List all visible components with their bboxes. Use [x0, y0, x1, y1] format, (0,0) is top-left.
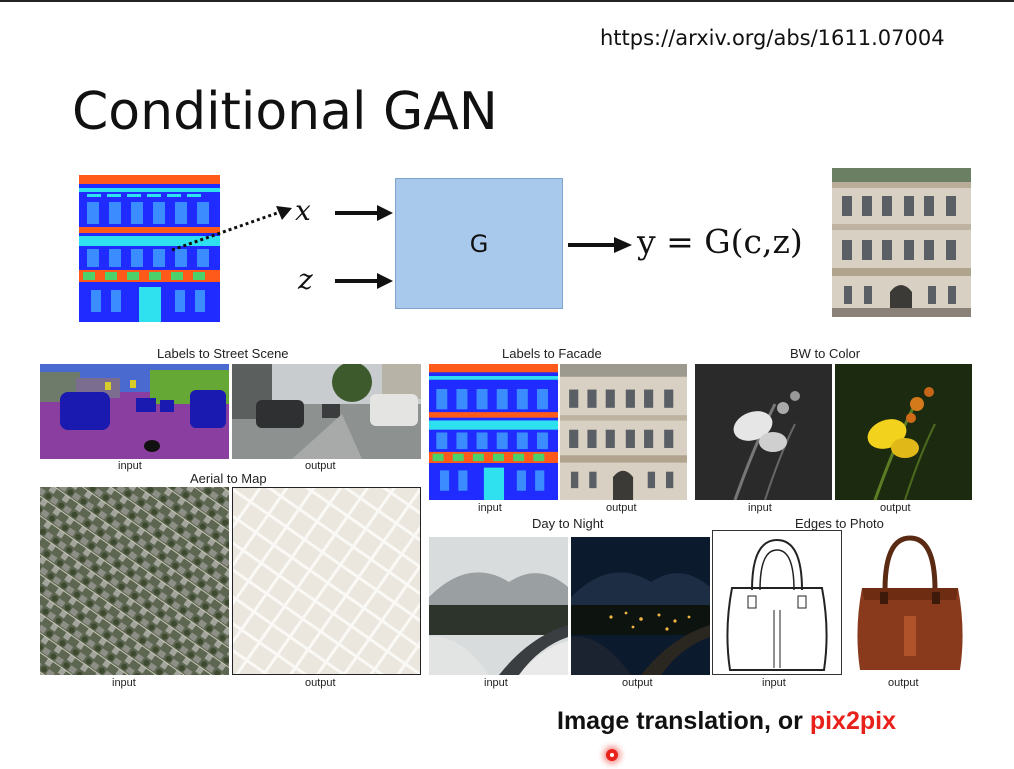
bw-output-label: output: [880, 502, 911, 514]
facade-label-map-image: [79, 175, 220, 322]
panel-title-day-to-night: Day to Night: [532, 516, 604, 531]
bw-input-label: input: [748, 502, 772, 514]
bag-photo-output-image: [850, 530, 970, 675]
dotted-pointer-arrow: [171, 206, 292, 252]
facade-labels-input-image: [429, 364, 558, 500]
bw-flower-input-image: [695, 364, 832, 500]
output-formula: y = G(c,z): [637, 222, 803, 261]
panel-title-labels-to-facade: Labels to Facade: [502, 346, 602, 361]
bag-edges-input-image: [712, 530, 842, 675]
facade-input-label: input: [478, 502, 502, 514]
input-x-label: x: [295, 194, 311, 227]
night-scene-output-image: [571, 537, 710, 675]
z-arrow-icon: [335, 273, 393, 289]
facade-photo-image: [832, 168, 971, 317]
laser-pointer-cursor: [606, 749, 618, 761]
day-scene-input-image: [429, 537, 568, 675]
street-output-label: output: [305, 460, 336, 472]
bottom-caption-text: Image translation, or: [557, 707, 810, 735]
day-input-label: input: [484, 677, 508, 689]
aerial-output-label: output: [305, 677, 336, 689]
aerial-input-image: [40, 487, 229, 675]
generator-label: G: [469, 229, 489, 258]
panel-title-aerial-to-map: Aerial to Map: [190, 471, 267, 486]
bottom-caption-highlight: pix2pix: [809, 707, 896, 735]
panel-title-labels-to-street: Labels to Street Scene: [157, 346, 289, 361]
street-output-image: [232, 364, 421, 459]
facade-output-image: [560, 364, 687, 500]
street-labels-input-image: [40, 364, 229, 459]
paper-url[interactable]: https://arxiv.org/abs/1611.07004: [600, 26, 945, 50]
facade-output-label: output: [606, 502, 637, 514]
aerial-input-label: input: [112, 677, 136, 689]
input-z-label: z: [298, 263, 313, 296]
top-border-line: [0, 0, 1014, 2]
panel-title-bw-to-color: BW to Color: [790, 346, 861, 361]
panel-title-edges-to-photo: Edges to Photo: [795, 516, 884, 531]
edges-output-label: output: [888, 677, 919, 689]
edges-input-label: input: [762, 677, 786, 689]
generator-box: G: [395, 178, 563, 309]
slide-title: Conditional GAN: [72, 82, 498, 142]
output-arrow-icon: [568, 237, 632, 253]
night-output-label: output: [622, 677, 653, 689]
bottom-caption: Image translation, or pix2pix: [557, 707, 896, 736]
color-flower-output-image: [835, 364, 972, 500]
aerial-output-map-image: [232, 487, 421, 675]
x-arrow-icon: [335, 205, 393, 221]
street-input-label: input: [118, 460, 142, 472]
